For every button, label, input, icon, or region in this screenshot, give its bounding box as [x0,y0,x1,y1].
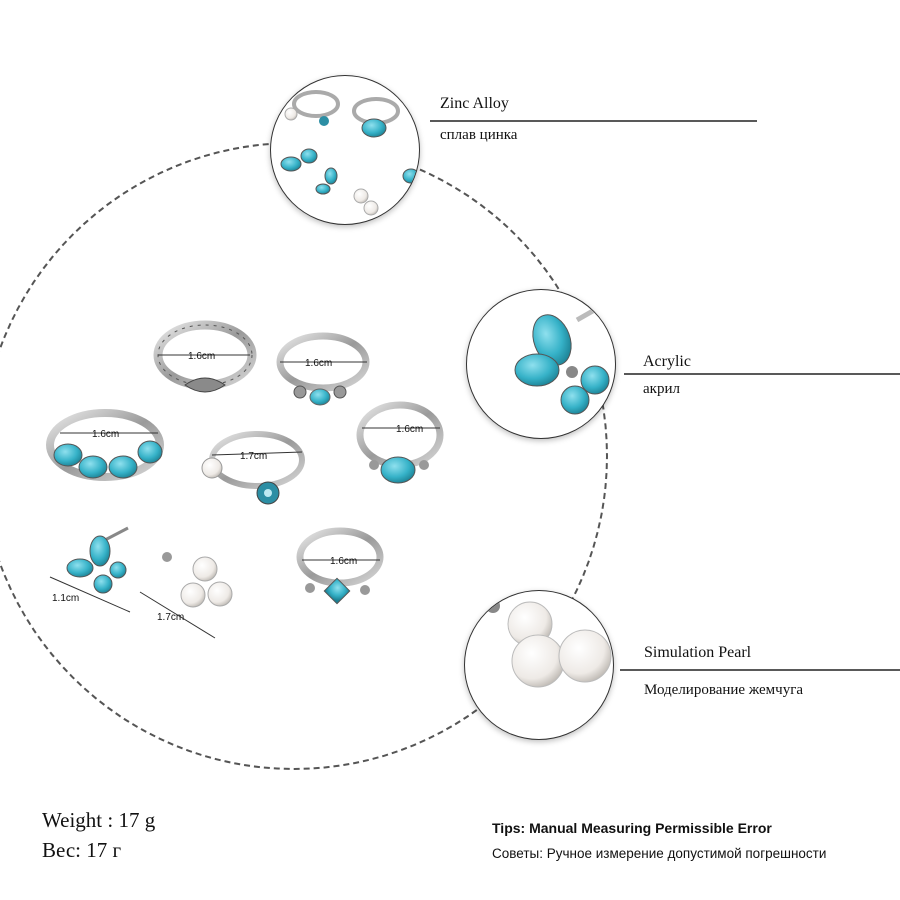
weight-en: Weight : 17 g [42,808,156,832]
material-label-en: Simulation Pearl [644,644,752,661]
ring-small-oval-stone [276,332,370,406]
ring-large-oval-stone [356,401,444,484]
earring-turquoise-butterfly [66,526,129,594]
ring-pearl-flower [201,431,305,505]
material-label-ru: Моделирование жемчуга [644,682,804,698]
tips-en: Tips: Manual Measuring Permissible Error [492,820,772,836]
callout-rules [430,120,900,671]
pearl-closeup [486,599,612,688]
callout-zinc-alloy [270,75,420,225]
measure-label: 1.6cm [330,556,357,567]
measurement-markers [49,354,440,639]
earring-pearl-cluster [162,552,233,608]
callout-acrylic [466,289,616,439]
measure-label: 1.6cm [396,424,423,435]
measure-label: 1.6cm [92,429,119,440]
callout-simulation-pearl [464,590,614,740]
measure-label: 1.6cm [305,358,332,369]
ring-diamond-stone [296,527,384,605]
tips-ru: Советы: Ручное измерение допустимой погр… [492,846,827,861]
material-label-ru: сплав цинка [440,127,518,143]
measure-label: 1.7cm [157,612,184,623]
weight-ru: Вес: 17 г [42,838,122,862]
measure-label: 1.7cm [240,451,267,462]
ring-three-stones [46,409,164,481]
acrylic-closeup [514,297,614,415]
measure-label: 1.1cm [52,593,79,604]
material-label-en: Zinc Alloy [440,95,509,112]
measure-label: 1.6cm [188,351,215,362]
material-label-en: Acrylic [643,353,691,370]
measurement-labels: 1.6cm 1.6cm 1.6cm 1.7cm 1.6cm 1.6cm 1.1c… [52,351,423,623]
zinc-alloy-closeup [280,90,419,216]
material-label-ru: акрил [643,381,680,397]
